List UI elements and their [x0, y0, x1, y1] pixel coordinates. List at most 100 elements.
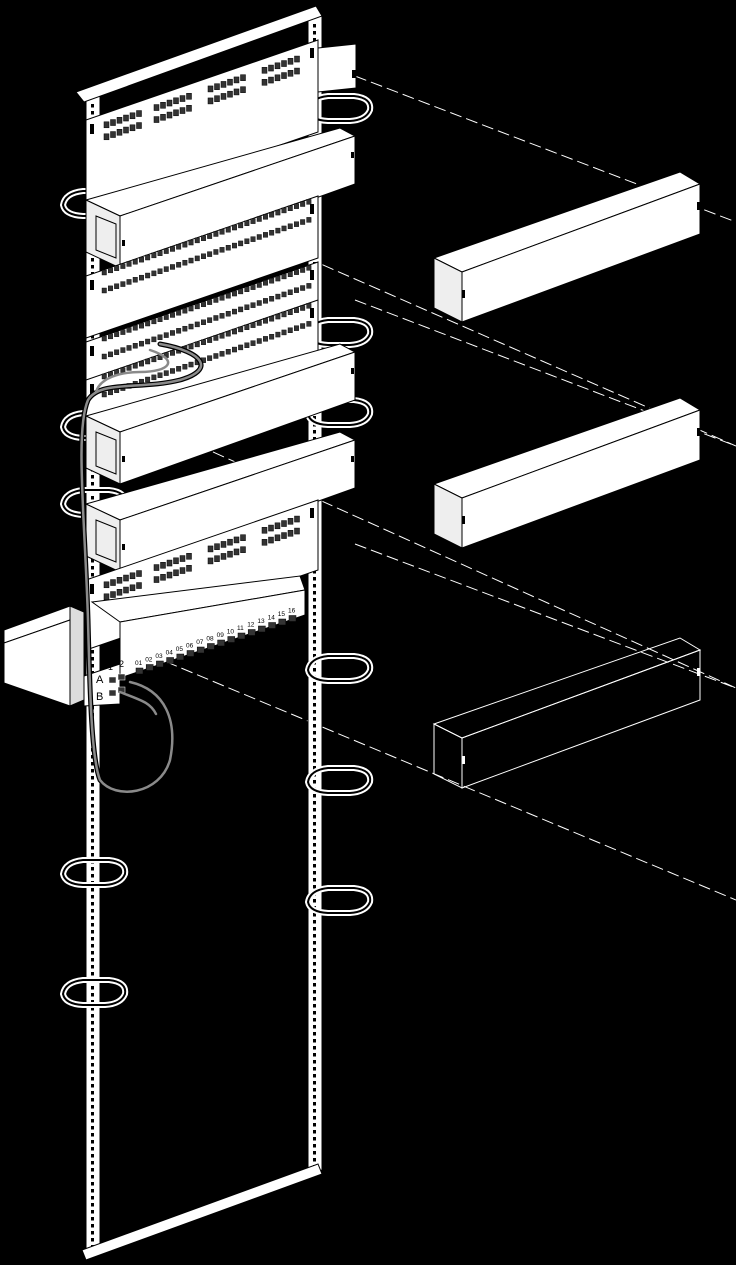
- rj45-port: [275, 227, 281, 234]
- rj45-port: [186, 565, 192, 572]
- rj45-port: [244, 286, 250, 292]
- mount-slot: [310, 270, 314, 280]
- rail-hole: [313, 815, 316, 819]
- switch-port: [258, 625, 266, 633]
- rj45-port: [132, 277, 138, 283]
- rj45-port: [116, 589, 123, 596]
- rail-hole: [91, 783, 94, 787]
- rail-hole: [91, 104, 94, 108]
- port-number: 10: [227, 629, 235, 636]
- top-crossbar: [75, 5, 323, 103]
- mount-slot: [310, 204, 314, 214]
- rail-hole: [313, 955, 316, 959]
- rail-hole: [91, 930, 94, 934]
- rj45-port: [300, 305, 306, 311]
- rj45-port: [176, 366, 182, 372]
- rj45-port: [200, 235, 206, 241]
- rail-hole: [313, 899, 316, 903]
- rj45-port: [120, 367, 126, 373]
- rail-hole: [313, 1130, 316, 1134]
- rj45-port: [287, 289, 293, 295]
- cable-ring-inner: [307, 767, 372, 794]
- rj45-port: [244, 220, 250, 226]
- rj45-port: [194, 255, 200, 262]
- rail-hole: [313, 584, 316, 588]
- rail-hole: [91, 776, 94, 780]
- rj45-port: [213, 353, 219, 359]
- rail-hole: [313, 850, 316, 854]
- rj45-port: [214, 543, 220, 550]
- rail-hole: [313, 864, 316, 868]
- rj45-port: [213, 297, 219, 303]
- rj45-port: [176, 244, 182, 250]
- rj45-port: [219, 351, 225, 357]
- rj45-port: [200, 339, 206, 345]
- rj45-port: [188, 343, 194, 350]
- mount-slot: [90, 124, 94, 134]
- cover-clip: [462, 756, 465, 764]
- rj45-port: [240, 534, 246, 541]
- column-label-2: 2: [119, 659, 124, 669]
- rail-hole: [313, 1011, 316, 1015]
- rj45-port: [294, 221, 299, 227]
- rj45-port: [123, 126, 129, 134]
- rail-hole: [313, 878, 316, 882]
- rail-hole: [91, 1112, 94, 1116]
- rail-hole: [91, 1084, 94, 1088]
- rj45-port: [169, 264, 175, 270]
- rail-hole: [313, 990, 316, 994]
- rj45-port: [120, 347, 126, 353]
- rj45-port: [294, 269, 299, 275]
- rail-hole: [313, 605, 316, 609]
- patch-cables: [79, 341, 204, 795]
- rj45-port: [182, 259, 188, 266]
- rj45-port: [225, 331, 231, 337]
- rj45-port: [238, 288, 244, 295]
- rail-hole: [313, 416, 316, 420]
- rail-hole: [313, 1067, 316, 1071]
- rail-hole: [313, 1158, 316, 1162]
- rail-hole: [91, 1224, 94, 1228]
- rj45-port: [138, 256, 144, 263]
- switch-port: [247, 629, 256, 636]
- rj45-port: [220, 553, 227, 560]
- rail-hole: [313, 1109, 316, 1113]
- rj45-port: [114, 283, 120, 289]
- cable-ring-inner: [307, 319, 372, 346]
- rj45-port: [176, 310, 182, 316]
- rj45-port: [287, 309, 293, 315]
- rj45-port: [214, 95, 220, 102]
- rail-hole: [313, 731, 316, 735]
- rj45-port: [275, 313, 281, 320]
- rj45-port: [110, 119, 116, 126]
- rj45-port: [116, 129, 123, 136]
- rj45-port: [101, 373, 107, 380]
- rail-hole: [91, 916, 94, 920]
- rj45-port: [256, 300, 262, 306]
- rj45-port: [132, 363, 138, 369]
- rj45-port: [151, 356, 157, 363]
- rj45-port: [268, 76, 274, 84]
- rj45-port: [227, 90, 233, 98]
- rail-hole: [91, 1098, 94, 1102]
- rail-hole: [91, 1000, 94, 1004]
- rj45-port: [263, 280, 268, 286]
- rj45-port: [176, 262, 182, 268]
- rail-hole: [313, 710, 316, 714]
- rj45-port: [188, 239, 194, 246]
- rail-hole: [91, 832, 94, 836]
- cover-clip: [697, 202, 700, 210]
- port-number: 06: [186, 643, 194, 650]
- rail-hole: [313, 647, 316, 651]
- rj45-port: [268, 536, 274, 544]
- rail-hole: [313, 969, 316, 973]
- rj45-port: [220, 81, 227, 88]
- rj45-port: [101, 391, 107, 398]
- mount-slot: [310, 48, 314, 58]
- rj45-port: [110, 131, 116, 138]
- rail-hole: [313, 633, 316, 637]
- rj45-port: [145, 376, 151, 383]
- rj45-port: [240, 86, 246, 93]
- rj45-port: [200, 301, 206, 307]
